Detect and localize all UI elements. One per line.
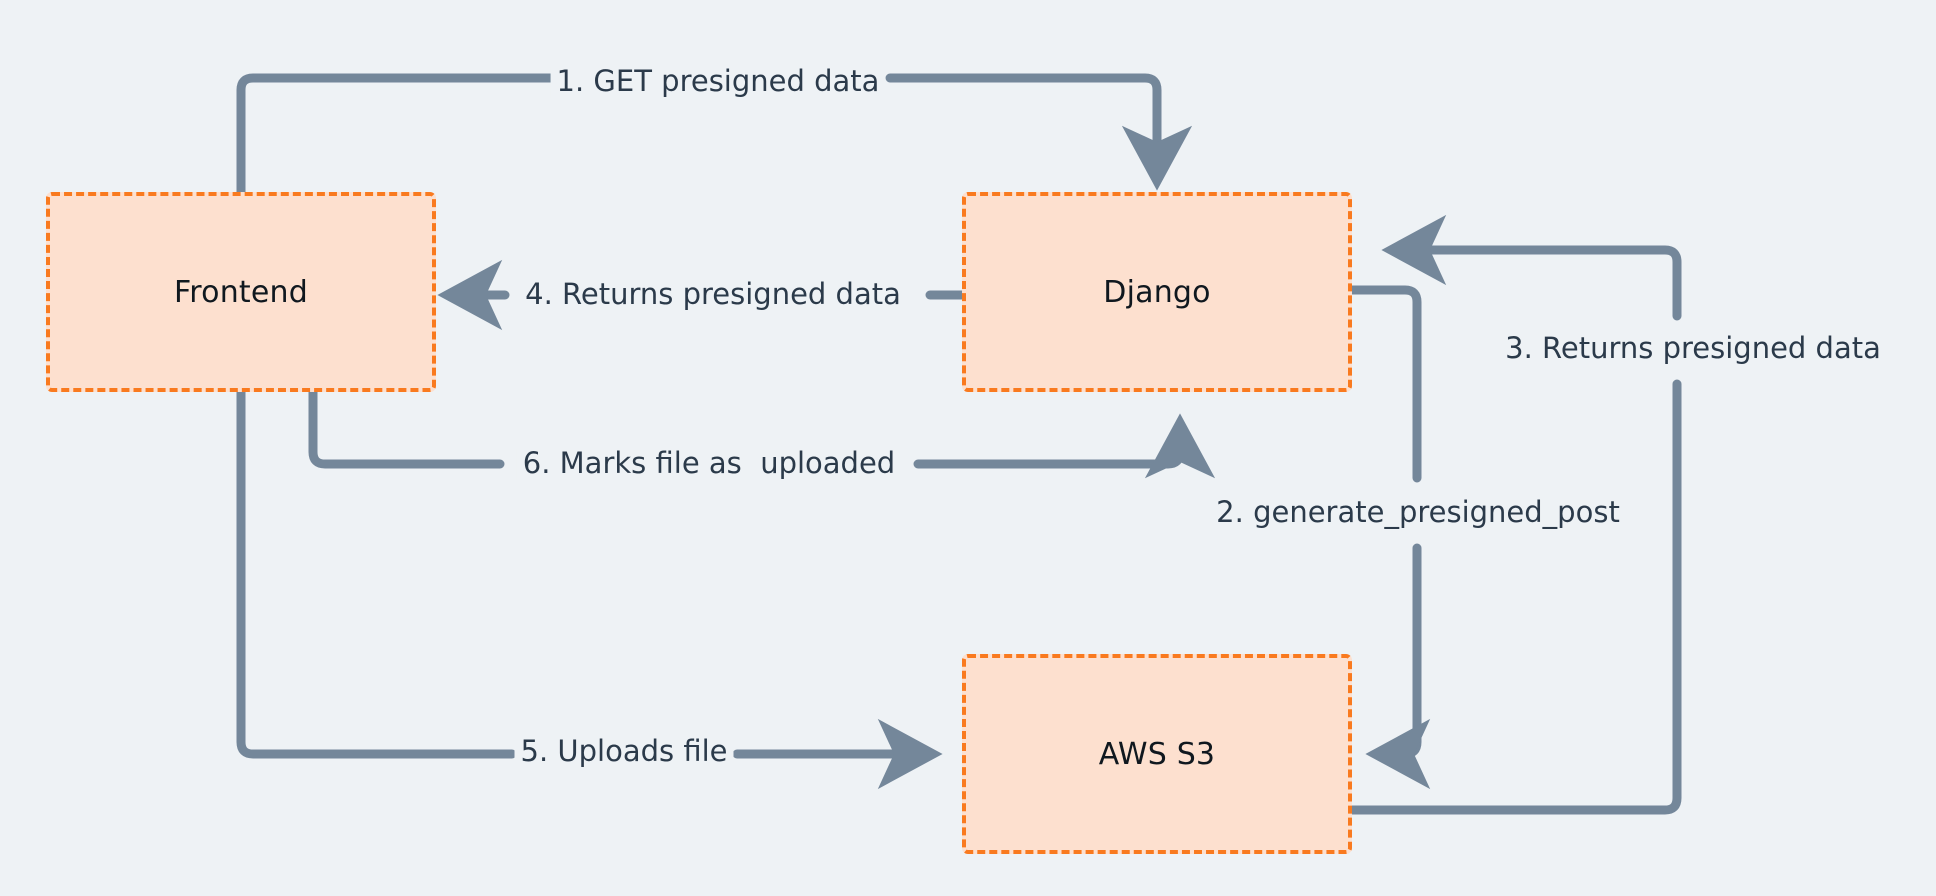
edge-label-5-uploads-file: 5. Uploads file <box>514 735 734 768</box>
connector-1-get-presigned-data-tail <box>885 73 1193 191</box>
node-frontend-label: Frontend <box>174 274 308 310</box>
edge-label-3-returns-presigned-data: 3. Returns presigned data <box>1499 332 1887 365</box>
edge-label-1-get-presigned-data: 1. GET presigned data <box>550 65 886 98</box>
connector-2-generate-presigned-post <box>1347 285 1422 483</box>
connector-1-get-presigned-data <box>236 73 558 197</box>
connector-6-marks-file-as-uploaded <box>308 387 505 469</box>
node-aws-s3[interactable]: AWS S3 <box>962 654 1352 854</box>
connector-6-marks-file-as-uploaded-tail <box>913 413 1216 479</box>
node-django[interactable]: Django <box>962 192 1352 392</box>
node-frontend[interactable]: Frontend <box>46 192 436 392</box>
node-django-label: Django <box>1103 274 1211 310</box>
edge-label-6-marks-file-as-uploaded: 6. Marks file as uploaded <box>516 447 902 480</box>
connector-3-returns-presigned-data <box>1347 379 1682 815</box>
connector-3-returns-presigned-data-tail <box>1381 214 1682 321</box>
edge-label-4-returns-presigned-data: 4. Returns presigned data <box>519 278 907 311</box>
node-aws-s3-label: AWS S3 <box>1098 736 1216 772</box>
connector-5-uploads-file <box>236 387 517 759</box>
connector-2-generate-presigned-post-tail <box>1365 543 1431 790</box>
edge-label-2-generate-presigned-post: 2. generate_presigned_post <box>1210 496 1626 529</box>
